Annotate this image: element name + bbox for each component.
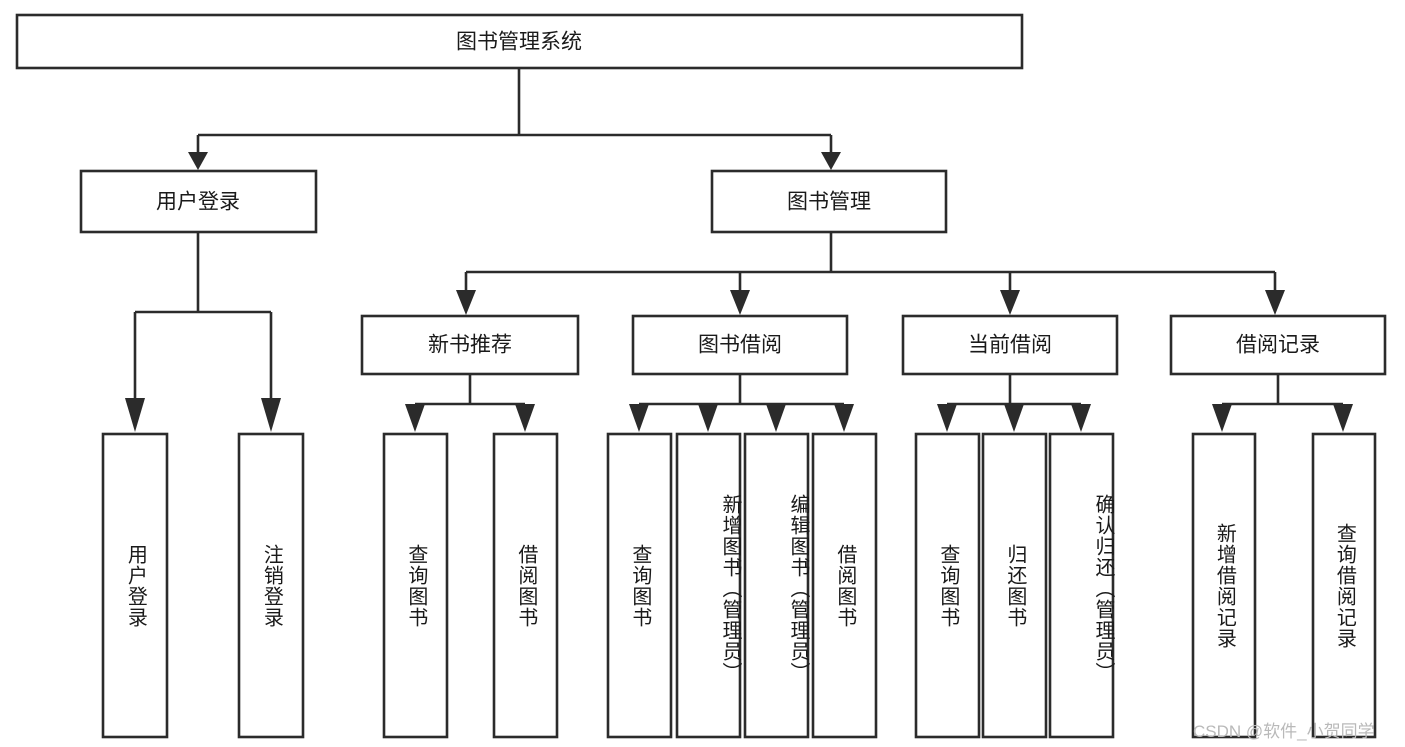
node-book-management-label: 图书管理 (787, 191, 871, 214)
node-leaf-bw-edit-book[interactable] (743, 432, 810, 739)
arrow-head-icon-new-book-rec (456, 290, 476, 315)
arrow-head-icon-borrow-records (1265, 290, 1285, 315)
node-leaf-br-add-record[interactable] (1191, 432, 1257, 739)
arrow-head-icon-br-leaf-1 (1212, 404, 1232, 432)
node-borrow-records[interactable] (1169, 314, 1387, 376)
node-box-group (15, 13, 1387, 739)
node-leaf-cb-query-book[interactable] (914, 432, 981, 739)
node-user-login-label: 用户登录 (156, 191, 240, 214)
csdn-watermark: CSDN @软件_小贺同学 (1193, 722, 1375, 741)
arrow-head-icon-leaf-logout (261, 398, 281, 432)
node-leaf-cb-return-book[interactable] (981, 432, 1048, 739)
node-book-management[interactable] (710, 169, 948, 234)
arrow-head-icon-cb-leaf-1 (937, 404, 957, 432)
node-leaf-user-login[interactable] (101, 432, 169, 739)
arrow-head-icon-bw-leaf-3 (766, 404, 786, 432)
arrow-head-icon-book-borrow (730, 290, 750, 315)
node-leaf-bw-query-book[interactable] (606, 432, 673, 739)
node-new-book-recommend-label: 新书推荐 (428, 334, 512, 357)
node-leaf-cb-confirm-return[interactable] (1048, 432, 1115, 739)
node-leaf-bw-borrow-book[interactable] (811, 432, 878, 739)
node-leaf-nb-borrow-book[interactable] (492, 432, 559, 739)
node-book-borrow[interactable] (631, 314, 849, 376)
node-current-borrow[interactable] (901, 314, 1119, 376)
arrow-head-icon-leaf-user-login (125, 398, 145, 432)
node-borrow-records-label: 借阅记录 (1236, 334, 1320, 357)
arrow-head-icon-current-borrow (1000, 290, 1020, 315)
arrow-head-icon-cb-leaf-2 (1004, 404, 1024, 432)
node-root-book-management-system[interactable] (15, 13, 1024, 70)
node-new-book-recommend[interactable] (360, 314, 580, 376)
arrow-head-icon-book-mgmt (821, 152, 841, 170)
node-leaf-br-query-record[interactable] (1311, 432, 1377, 739)
node-book-borrow-label: 图书借阅 (698, 334, 782, 357)
arrow-head-icon-bw-leaf-1 (629, 404, 649, 432)
arrow-head-icon-nb-leaf-1 (405, 404, 425, 432)
node-user-login[interactable] (79, 169, 318, 234)
arrow-head-icon-bw-leaf-2 (698, 404, 718, 432)
arrow-head-icon-bw-leaf-4 (834, 404, 854, 432)
node-root-label: 图书管理系统 (456, 31, 582, 54)
arrow-head-icon-br-leaf-2 (1333, 404, 1353, 432)
node-leaf-nb-query-book[interactable] (382, 432, 449, 739)
connector-group (125, 68, 1353, 432)
node-current-borrow-label: 当前借阅 (968, 334, 1052, 357)
node-leaf-logout[interactable] (237, 432, 305, 739)
node-leaf-bw-add-book[interactable] (675, 432, 742, 739)
horizontal-label-group: 图书管理系统 用户登录 图书管理 新书推荐 图书借阅 当前借阅 借阅记录 (156, 31, 1320, 357)
arrow-head-icon-cb-leaf-3 (1071, 404, 1091, 432)
arrow-head-icon-user-login (188, 152, 208, 170)
arrow-head-icon-nb-leaf-2 (515, 404, 535, 432)
